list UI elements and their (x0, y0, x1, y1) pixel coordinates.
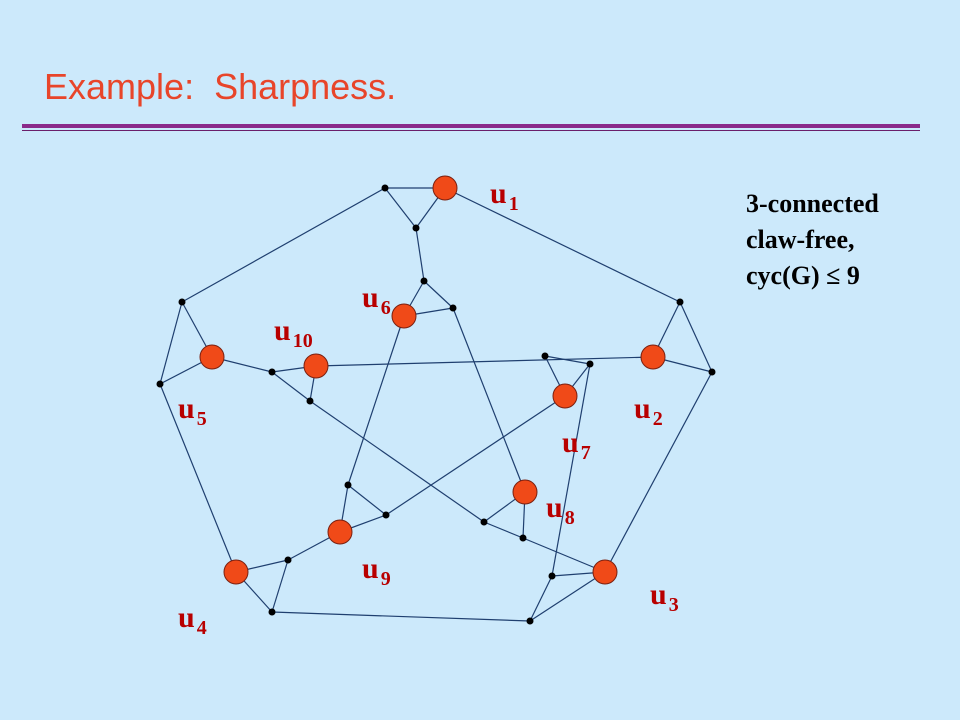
small-vertex (708, 368, 716, 376)
vertex-u4 (223, 559, 249, 585)
vertex-layer (156, 175, 716, 625)
edge-b9-b10 (271, 371, 311, 402)
property-claw-free: claw-free, (746, 225, 855, 254)
edge-a1-a9 (181, 187, 386, 303)
edge-u3-a6 (529, 571, 606, 622)
graph-properties: 3-connected claw-free, cyc(G) ≤ 9 (746, 186, 879, 294)
edge-a2-a1 (384, 187, 417, 229)
edge-b7-b8 (347, 484, 387, 516)
property-cyc-label: cyc(G) (746, 261, 820, 290)
edge-a10-a9 (159, 301, 183, 385)
small-vertex (268, 368, 276, 376)
edge-a4-u3 (604, 371, 713, 573)
vertex-u3 (592, 559, 618, 585)
property-connectivity: 3-connected (746, 189, 879, 218)
edge-b2-b1 (423, 280, 454, 309)
vertex-u9 (327, 519, 353, 545)
title-divider (22, 124, 920, 128)
small-vertex (268, 608, 276, 616)
small-vertex (284, 556, 292, 564)
vertex-u7 (552, 383, 578, 409)
edge-u2-u10 (315, 356, 654, 367)
small-vertex (412, 224, 420, 232)
small-vertex (586, 360, 594, 368)
small-vertex (178, 298, 186, 306)
small-vertex (381, 184, 389, 192)
edge-a7-a8 (271, 559, 289, 613)
edge-a5-b4 (551, 363, 591, 577)
small-vertex (156, 380, 164, 388)
edge-a10-u4 (159, 383, 237, 573)
small-vertex (382, 511, 390, 519)
edge-layer (159, 187, 713, 622)
small-vertex (548, 572, 556, 580)
small-vertex (449, 304, 457, 312)
property-cyc-value: 9 (846, 261, 860, 290)
small-vertex (344, 481, 352, 489)
vertex-u10 (303, 353, 329, 379)
vertex-u5 (199, 344, 225, 370)
leq-symbol: ≤ (826, 261, 841, 290)
edge-b2-u8 (452, 307, 526, 493)
edge-b5-b6 (483, 521, 524, 539)
vertex-u6 (391, 303, 417, 329)
small-vertex (420, 277, 428, 285)
small-vertex (519, 534, 527, 542)
vertex-u1 (432, 175, 458, 201)
small-vertex (306, 397, 314, 405)
vertex-u8 (512, 479, 538, 505)
edge-b10-b5 (309, 400, 485, 523)
small-vertex (526, 617, 534, 625)
edge-a4-a3 (679, 301, 713, 373)
edge-a6-a5 (529, 575, 553, 622)
small-vertex (676, 298, 684, 306)
small-vertex (480, 518, 488, 526)
edge-u7-b8 (385, 395, 566, 516)
edge-b3-b4 (544, 355, 591, 365)
vertex-u2 (640, 344, 666, 370)
edge-a6-a7 (271, 611, 531, 622)
edge-u6-b7 (347, 315, 405, 486)
edge-u1-a3 (444, 187, 681, 303)
title-divider-thin (22, 130, 920, 131)
small-vertex (541, 352, 549, 360)
property-cycle-bound: cyc(G) ≤ 9 (746, 258, 879, 294)
page-title: Example: Sharpness. (44, 66, 397, 107)
edge-a2-b1 (415, 227, 425, 282)
edge-u3-b6 (522, 537, 606, 573)
